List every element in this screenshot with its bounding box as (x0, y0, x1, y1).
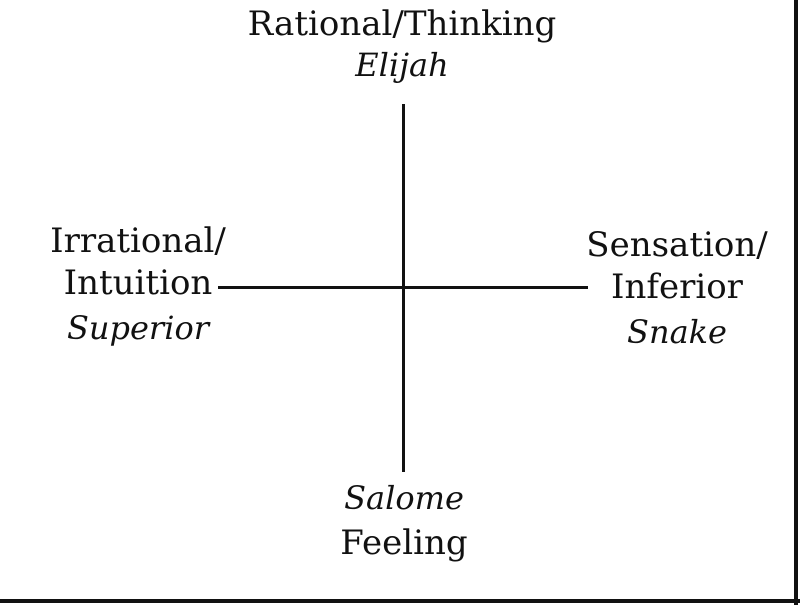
bottom-pole-label: Salome Feeling (254, 482, 554, 560)
frame-border-right (794, 0, 798, 605)
top-figure-text: Elijah (355, 46, 449, 84)
bottom-function-text: Feeling (340, 523, 468, 563)
horizontal-axis (218, 286, 588, 289)
left-line1-text: Irrational/ (50, 221, 226, 261)
right-figure-text: Snake (627, 313, 727, 351)
frame-border-bottom (0, 599, 800, 603)
left-line2-text: Intuition (63, 263, 213, 303)
right-line1-text: Sensation/ (586, 225, 768, 265)
right-line2-text: Inferior (611, 267, 743, 307)
top-function-text: Rational/Thinking (247, 4, 557, 44)
left-figure-text: Superior (66, 309, 210, 347)
left-pole-label: Irrational/ Intuition Superior (20, 224, 256, 344)
right-pole-label: Sensation/ Inferior Snake (560, 228, 794, 348)
top-pole-label: Rational/Thinking Elijah (200, 7, 604, 81)
bottom-figure-text: Salome (344, 479, 464, 517)
